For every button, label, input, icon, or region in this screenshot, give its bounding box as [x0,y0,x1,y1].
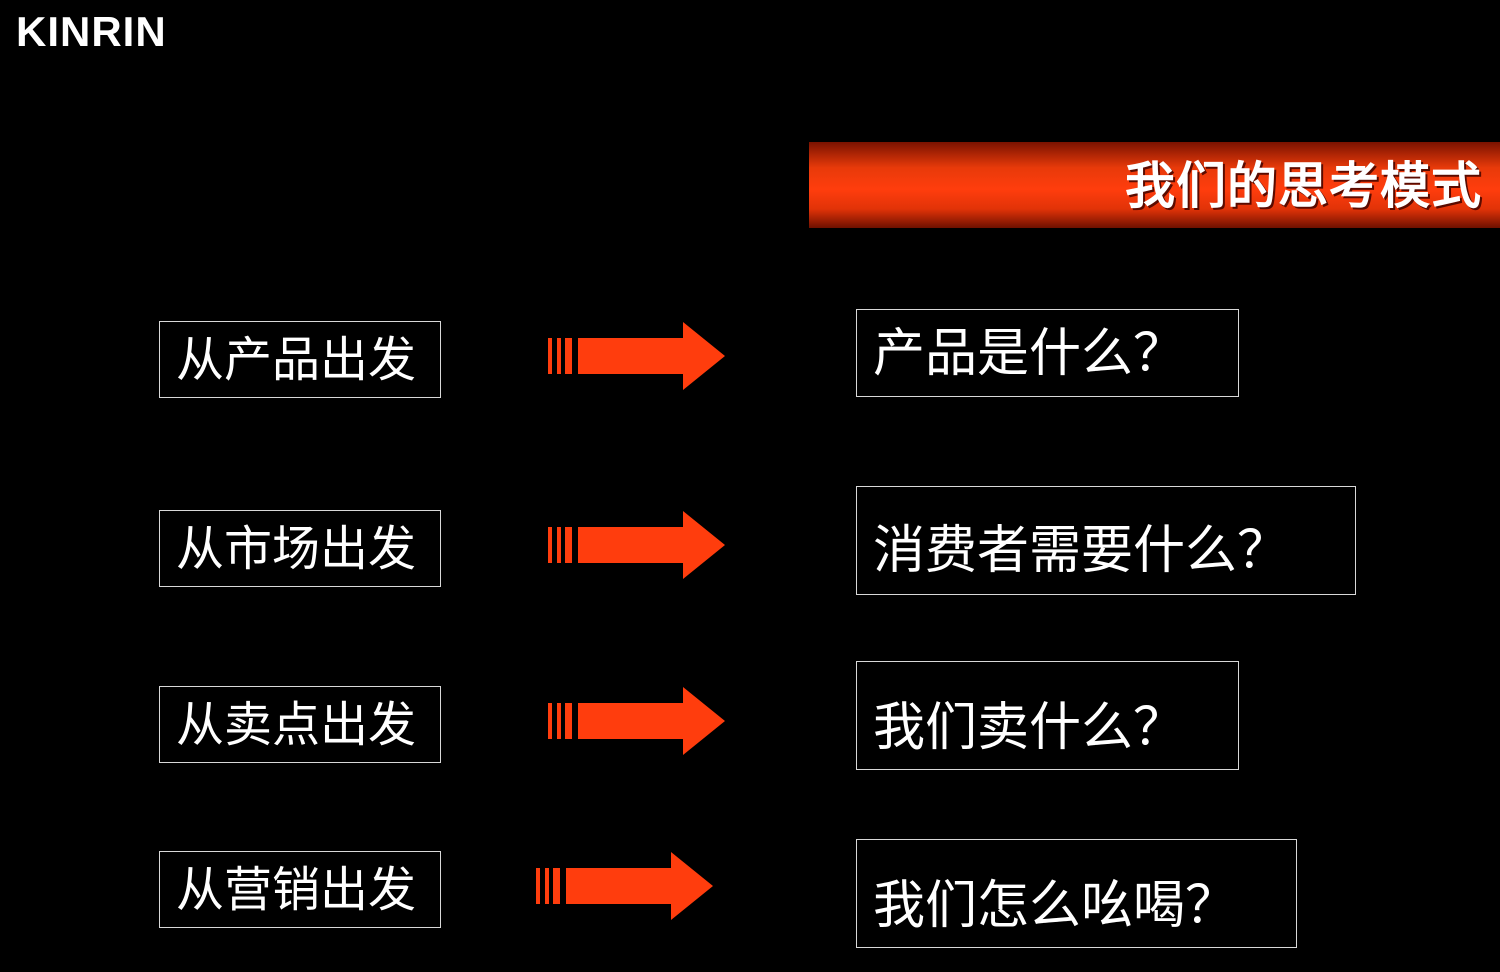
question-box-sell: 我们卖什么？ [856,661,1239,770]
title-banner: 我们的思考模式 [809,142,1500,228]
striped-right-arrow-icon [548,511,725,579]
approach-box-product: 从产品出发 [159,321,441,398]
approach-box-selling-point: 从卖点出发 [159,686,441,763]
striped-right-arrow-icon [548,687,725,755]
question-box-product: 产品是什么？ [856,309,1239,397]
striped-right-arrow-icon [536,852,713,920]
logo: KINRIN [16,8,167,55]
question-box-consumer: 消费者需要什么？ [856,486,1356,595]
question-box-promote: 我们怎么吆喝？ [856,839,1297,948]
approach-box-marketing: 从营销出发 [159,851,441,928]
striped-right-arrow-icon [548,322,725,390]
page-title: 我们的思考模式 [1125,157,1482,215]
approach-box-market: 从市场出发 [159,510,441,587]
